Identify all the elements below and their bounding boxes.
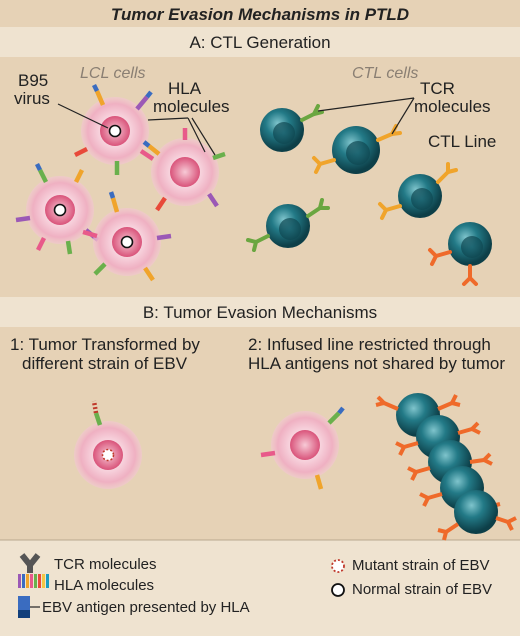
ctl-cell (312, 124, 402, 174)
lcl-cell (15, 162, 100, 255)
tcr-legend-icon (19, 553, 41, 573)
tcr-label-line1: TCR (420, 79, 455, 98)
hla-legend-icon (18, 574, 49, 588)
pointer-lines (57, 103, 216, 156)
ebv-antigen-legend-icon (18, 596, 40, 618)
ctl-line-label: CTL Line (428, 132, 497, 151)
lcl-cells-label: LCL cells (80, 65, 146, 82)
ctl-cell (246, 198, 330, 252)
lcl-cell (142, 128, 226, 212)
page-title: Tumor Evasion Mechanisms in PTLD (110, 5, 410, 24)
legend-normal: Normal strain of EBV (352, 581, 493, 598)
lcl-cell (82, 191, 172, 282)
tcr-label-line2: molecules (414, 97, 491, 116)
ctl-cell (428, 222, 492, 286)
b95-label-line1: B95 (18, 71, 49, 90)
ctl-cell (378, 162, 458, 220)
section-a-heading: A: CTL Generation (189, 33, 331, 52)
section-b-heading: B: Tumor Evasion Mechanisms (142, 303, 378, 322)
mechanism-2-line2: HLA antigens not shared by tumor (248, 354, 506, 373)
normal-strain-icon (331, 583, 345, 597)
legend-band (0, 540, 520, 636)
lcl-cell (73, 83, 155, 175)
tumor-cell (260, 406, 345, 490)
b95-label-line2: virus (14, 89, 50, 108)
tumor-cell-mutant (74, 400, 142, 489)
hla-label-line2: molecules (153, 97, 230, 116)
mutant-strain-icon (331, 559, 345, 573)
mechanism-1-line2: different strain of EBV (22, 354, 188, 373)
legend-ebv-antigen: EBV antigen presented by HLA (42, 599, 250, 616)
legend-mutant: Mutant strain of EBV (352, 557, 490, 574)
ctl-cell (260, 104, 324, 152)
band-section-a (0, 27, 520, 57)
legend-hla: HLA molecules (54, 577, 155, 594)
mechanism-1-line1: 1: Tumor Transformed by (10, 335, 200, 354)
band-section-b (0, 297, 520, 327)
legend-tcr: TCR molecules (54, 556, 157, 573)
mechanism-2-line1: 2: Infused line restricted through (248, 335, 491, 354)
ctl-stack (375, 393, 517, 541)
ctl-cells-label: CTL cells (352, 65, 419, 82)
hla-label-line1: HLA (168, 79, 202, 98)
